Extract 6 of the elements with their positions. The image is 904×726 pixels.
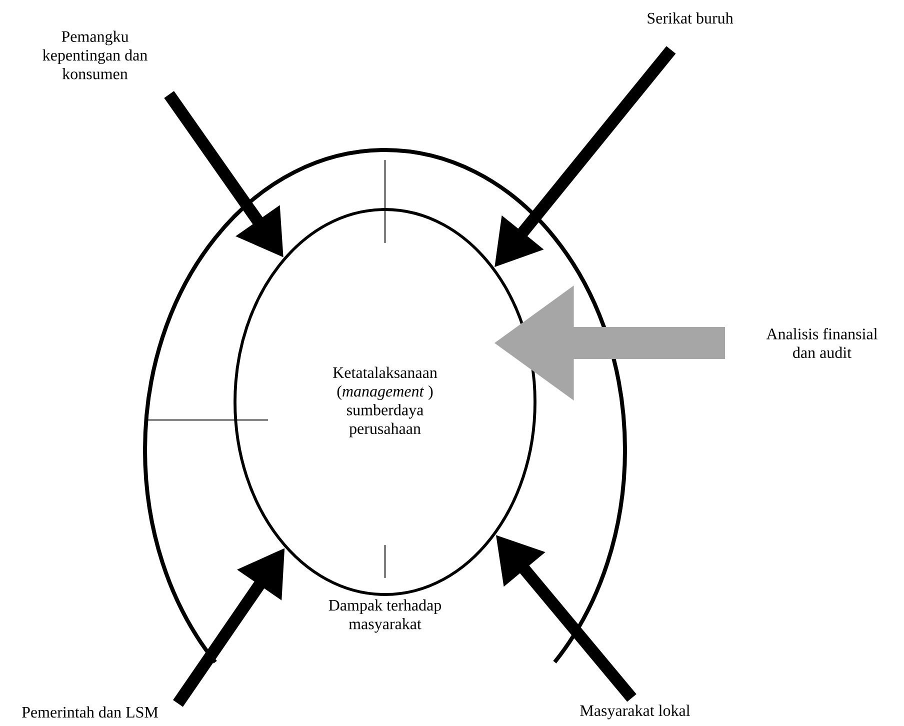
stakeholder-label: Pemangku kepentingan dan konsumen bbox=[42, 30, 148, 80]
stakeholder-label: Pemerintah dan LSM bbox=[22, 706, 158, 718]
stakeholder-label: Analisis finansial dan audit bbox=[766, 328, 878, 358]
stakeholder-label: Masyarakat lokal bbox=[580, 704, 690, 720]
outer-ring bbox=[143, 148, 627, 664]
stakeholder-label: Serikat buruh bbox=[648, 12, 734, 24]
